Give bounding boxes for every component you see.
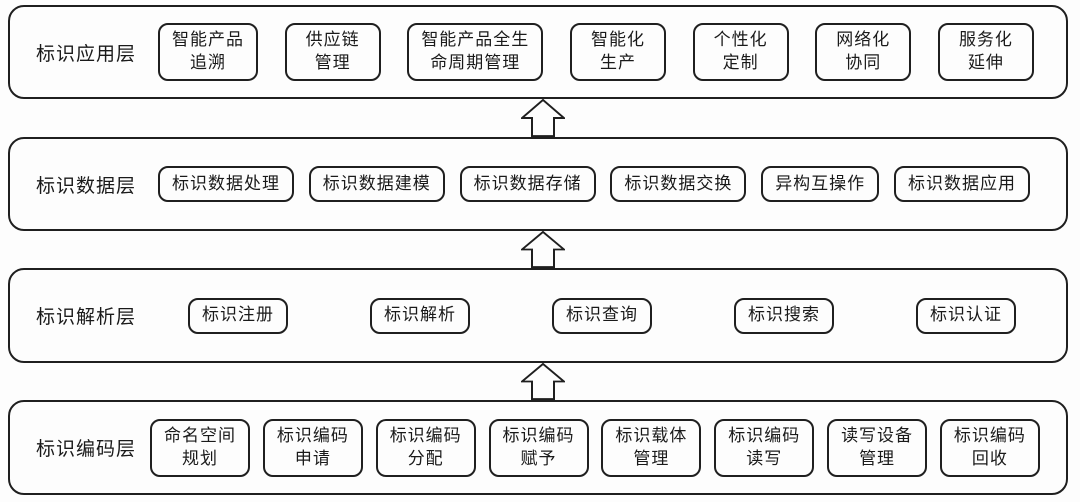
layer-data-boxes: 标识数据处理 标识数据建模 标识数据存储 标识数据交换 异构互操作 标识数据应用: [158, 166, 1030, 202]
module-box: 标识载体 管理: [601, 418, 702, 477]
module-box: 标识编码 申请: [262, 418, 363, 477]
up-arrow-icon: [521, 99, 565, 137]
module-box: 命名空间 规划: [150, 418, 250, 477]
module-box: 标识搜索: [734, 297, 834, 334]
module-box: 标识数据存储: [459, 166, 596, 202]
module-box: 读写设备 管理: [827, 418, 928, 477]
layer-encoding-boxes: 命名空间 规划 标识编码 申请 标识编码 分配 标识编码 赋予 标识载体 管理 …: [150, 418, 1040, 477]
module-box: 标识查询: [552, 297, 652, 334]
module-box: 标识解析: [370, 297, 470, 334]
module-box: 智能化 生产: [569, 23, 666, 81]
layer-resolution-label: 标识解析层: [36, 307, 137, 328]
module-box: 网络化 协同: [815, 23, 912, 81]
layer-application-label: 标识应用层: [36, 43, 137, 65]
module-box: 标识注册: [188, 297, 288, 334]
module-box: 异构互操作: [761, 166, 880, 202]
module-box: 标识数据处理: [158, 166, 294, 202]
module-box: 标识编码 分配: [375, 418, 476, 477]
module-box: 标识数据应用: [893, 166, 1030, 202]
module-box: 标识编码 回收: [939, 418, 1040, 477]
module-box: 标识认证: [916, 297, 1016, 334]
layer-encoding: 标识编码层 命名空间 规划 标识编码 申请 标识编码 分配 标识编码 赋予 标识…: [8, 400, 1068, 495]
layer-data-label: 标识数据层: [36, 175, 137, 197]
module-box: 标识编码 读写: [714, 418, 815, 477]
layer-application-boxes: 智能产品 追溯 供应链 管理 智能产品全生 命周期管理 智能化 生产 个性化 定…: [158, 23, 1034, 81]
up-arrow-icon: [521, 231, 565, 268]
module-box: 标识数据建模: [308, 166, 445, 202]
up-arrow-icon: [521, 363, 565, 400]
layer-resolution-boxes: 标识注册 标识解析 标识查询 标识搜索 标识认证: [188, 297, 1016, 334]
layer-encoding-label: 标识编码层: [36, 439, 137, 460]
module-box: 标识数据交换: [610, 166, 747, 202]
module-box: 智能产品 追溯: [158, 23, 258, 81]
layer-resolution: 标识解析层 标识注册 标识解析 标识查询 标识搜索 标识认证: [8, 268, 1068, 363]
module-box: 标识编码 赋予: [488, 418, 589, 477]
module-box: 供应链 管理: [284, 23, 381, 81]
layer-application: 标识应用层 智能产品 追溯 供应链 管理 智能产品全生 命周期管理 智能化 生产…: [8, 5, 1068, 99]
module-box: 智能产品全生 命周期管理: [407, 23, 544, 81]
layer-data: 标识数据层 标识数据处理 标识数据建模 标识数据存储 标识数据交换 异构互操作 …: [8, 137, 1068, 231]
module-box: 个性化 定制: [692, 23, 789, 81]
module-box: 服务化 延伸: [937, 23, 1034, 81]
